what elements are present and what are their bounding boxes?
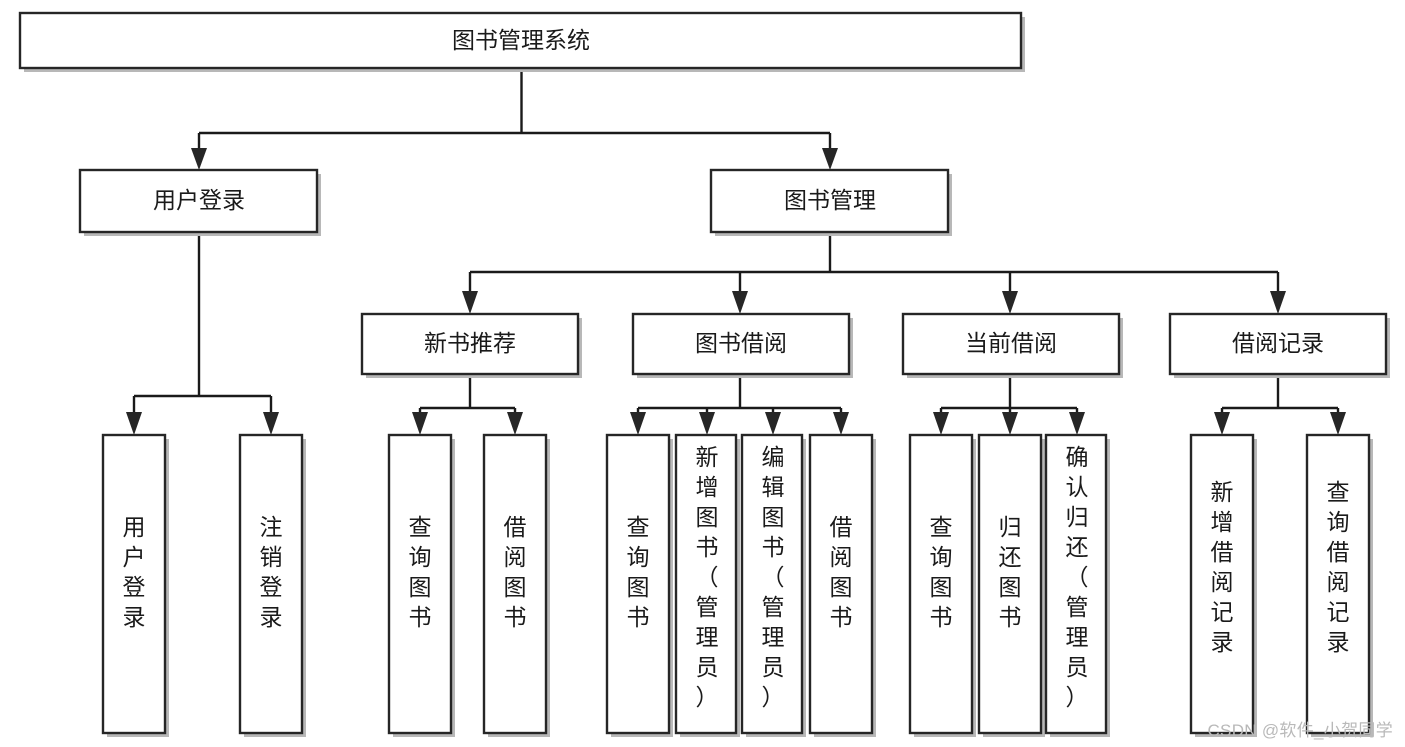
leaf-query-book-3-label: 查询图书: [930, 514, 953, 630]
node-book-borrow-label: 图书借阅: [695, 330, 787, 356]
leaf-edit-book-box: [740, 433, 804, 735]
connector-group: [126, 68, 1346, 435]
arrow-book-management: [822, 148, 838, 170]
arrow-leaf-logout: [263, 412, 279, 435]
leaf-edit-book-label: 编辑图书（管理员）: [762, 444, 785, 710]
arrow-user-login: [191, 148, 207, 170]
leaf-add-record-box: [1189, 433, 1255, 735]
arrow-leaf-confirm-return: [1069, 412, 1085, 435]
leaf-logout-label: 注销登录: [260, 514, 283, 630]
arrow-leaf-user-login: [126, 412, 142, 435]
arrow-current-borrow: [1002, 291, 1018, 314]
leaf-query-book-2-box: [605, 433, 671, 735]
node-current-borrow[interactable]: 当前借阅: [901, 312, 1123, 378]
leaf-borrow-book-1-label: 借阅图书: [504, 514, 527, 630]
node-root-label: 图书管理系统: [452, 27, 590, 53]
leaf-node-add-record[interactable]: 新增借阅记录: [1189, 433, 1257, 737]
leaf-query-record-label: 查询借阅记录: [1327, 479, 1350, 655]
leaf-query-book-1-label: 查询图书: [409, 514, 432, 630]
arrow-leaf-edit-book: [765, 412, 781, 435]
leaf-borrow-book-2-label: 借阅图书: [830, 514, 853, 630]
leaf-add-book-label: 新增图书（管理员）: [696, 444, 719, 710]
node-book-management[interactable]: 图书管理: [709, 168, 952, 236]
arrow-leaf-query-book-2: [630, 412, 646, 435]
node-book-management-label: 图书管理: [784, 187, 876, 213]
leaf-add-record-label: 新增借阅记录: [1211, 479, 1234, 655]
leaf-query-book-1-box: [387, 433, 453, 735]
leaf-query-book-2-label: 查询图书: [627, 514, 650, 630]
node-user-login-label: 用户登录: [153, 187, 245, 213]
leaf-node-user-login[interactable]: 用户登录: [101, 433, 169, 737]
leaf-query-book-3-box: [908, 433, 974, 735]
leaf-node-add-book[interactable]: 新增图书（管理员）: [674, 433, 740, 737]
arrow-leaf-add-record: [1214, 412, 1230, 435]
node-new-book-recommend[interactable]: 新书推荐: [360, 312, 582, 378]
leaf-borrow-book-2-box: [808, 433, 874, 735]
leaf-node-query-record[interactable]: 查询借阅记录: [1305, 433, 1373, 737]
leaf-node-borrow-book-1[interactable]: 借阅图书: [482, 433, 550, 737]
node-borrow-record-box: [1168, 312, 1388, 376]
arrow-leaf-query-book-1: [412, 412, 428, 435]
leaf-add-book-box: [674, 433, 738, 735]
arrow-leaf-borrow-book-1: [507, 412, 523, 435]
node-book-borrow[interactable]: 图书借阅: [631, 312, 853, 378]
leaf-node-query-book-2[interactable]: 查询图书: [605, 433, 673, 737]
node-book-management-box: [709, 168, 950, 234]
leaf-query-record-box: [1305, 433, 1371, 735]
leaf-borrow-book-1-box: [482, 433, 548, 735]
leaf-logout-box: [238, 433, 304, 735]
leaf-node-borrow-book-2[interactable]: 借阅图书: [808, 433, 876, 737]
leaf-node-edit-book[interactable]: 编辑图书（管理员）: [740, 433, 806, 737]
arrow-book-borrow: [732, 291, 748, 314]
arrow-leaf-query-book-3: [933, 412, 949, 435]
arrow-new-book-recommend: [462, 291, 478, 314]
leaf-return-book-label: 归还图书: [999, 514, 1022, 630]
node-current-borrow-box: [901, 312, 1121, 376]
leaf-node-logout[interactable]: 注销登录: [238, 433, 306, 737]
node-book-borrow-box: [631, 312, 851, 376]
leaf-node-query-book-3[interactable]: 查询图书: [908, 433, 976, 737]
node-current-borrow-label: 当前借阅: [965, 330, 1057, 356]
leaf-node-confirm-return[interactable]: 确认归还（管理员）: [1044, 433, 1110, 737]
arrow-borrow-record: [1270, 291, 1286, 314]
arrow-leaf-query-record: [1330, 412, 1346, 435]
node-root-box: [18, 11, 1023, 70]
leaf-node-return-book[interactable]: 归还图书: [977, 433, 1045, 737]
node-user-login[interactable]: 用户登录: [78, 168, 321, 236]
node-user-login-box: [78, 168, 319, 234]
leaf-user-login-label: 用户登录: [123, 514, 146, 630]
node-borrow-record[interactable]: 借阅记录: [1168, 312, 1390, 378]
leaf-node-query-book-1[interactable]: 查询图书: [387, 433, 455, 737]
leaf-confirm-return-box: [1044, 433, 1108, 735]
node-borrow-record-label: 借阅记录: [1232, 330, 1324, 356]
node-new-book-recommend-box: [360, 312, 580, 376]
arrow-leaf-add-book: [699, 412, 715, 435]
node-new-book-recommend-label: 新书推荐: [424, 330, 516, 356]
arrow-leaf-borrow-book-2: [833, 412, 849, 435]
leaf-user-login-box: [101, 433, 167, 735]
leaf-return-book-box: [977, 433, 1043, 735]
arrow-leaf-return-book: [1002, 412, 1018, 435]
leaf-confirm-return-label: 确认归还（管理员）: [1066, 444, 1089, 710]
node-root[interactable]: 图书管理系统: [18, 11, 1025, 72]
